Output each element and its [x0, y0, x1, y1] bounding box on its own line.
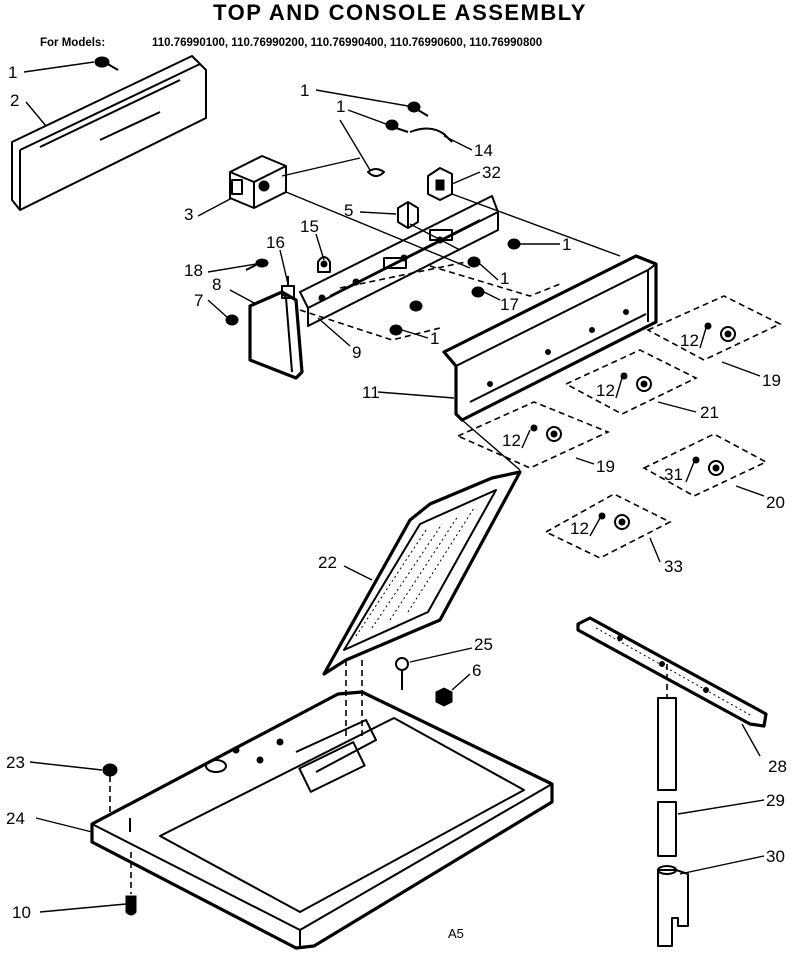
diagram-title: TOP AND CONSOLE ASSEMBLY [213, 0, 587, 25]
callout-17: 17 [500, 295, 519, 314]
part-29-hinge-spacer [657, 664, 677, 857]
callout-15: 15 [300, 217, 319, 236]
part-33-knob-set [544, 493, 672, 559]
part-1-screw-b [407, 101, 429, 117]
part-1-screw-c [385, 119, 409, 133]
part-24-top [90, 690, 554, 950]
part-1-screw-a [94, 56, 119, 71]
part-30-hinge [657, 865, 689, 947]
callout-24: 24 [6, 809, 25, 828]
callout-1: 1 [300, 81, 309, 100]
callout-8: 8 [212, 275, 221, 294]
callout-1: 1 [562, 235, 571, 254]
callout-3: 3 [184, 205, 193, 224]
part-11-console-panel [442, 254, 658, 422]
callout-20: 20 [766, 493, 785, 512]
part-19-knob-set-a [646, 295, 782, 361]
part-8-knob [248, 290, 304, 380]
callout-33: 33 [664, 557, 683, 576]
callout-16: 16 [266, 233, 285, 252]
part-9-bracket [299, 195, 499, 327]
callout-19: 19 [596, 457, 615, 476]
part-17-screw [471, 286, 485, 298]
sub-label-12: 12 [680, 331, 699, 350]
drawing-code: A5 [448, 926, 464, 941]
callout-7: 7 [194, 291, 203, 310]
callout-9: 9 [352, 343, 361, 362]
part-22-lint-screen [322, 470, 522, 740]
part-28-hinge-bar [576, 616, 768, 728]
callout-11: 11 [362, 383, 380, 402]
callout-25: 25 [474, 635, 493, 654]
part-1-clip [367, 168, 385, 177]
part-5-switch [397, 201, 419, 229]
callout-21: 21 [700, 403, 719, 422]
part-1-screw-f [409, 300, 423, 312]
connector-lines [281, 157, 621, 471]
part-32-switch [427, 167, 453, 201]
callout-1: 1 [8, 63, 17, 82]
callout-18: 18 [184, 261, 203, 280]
callout-10: 10 [12, 903, 31, 922]
callout-1: 1 [500, 269, 509, 288]
callout-5: 5 [344, 201, 353, 220]
part-1-screw-g [389, 324, 403, 336]
models-list: 110.76990100, 110.76990200, 110.76990400… [152, 37, 542, 49]
callout-labels: 1 2 1 1 14 32 3 5 1 15 16 18 1 8 17 7 1 … [6, 63, 787, 922]
callout-6: 6 [472, 661, 481, 680]
sub-label-31: 31 [664, 465, 683, 484]
part-20-knob-set [642, 433, 768, 497]
part-6-nut [435, 687, 453, 707]
callout-19: 19 [762, 371, 781, 390]
callout-28: 28 [768, 757, 787, 776]
callout-32: 32 [482, 163, 501, 182]
leader-lines [23, 61, 765, 913]
part-19-knob-set-b [456, 401, 611, 469]
models-label: For Models: [40, 37, 105, 49]
callout-1: 1 [336, 97, 345, 116]
callout-30: 30 [766, 847, 785, 866]
callout-14: 14 [474, 141, 493, 160]
callout-1: 1 [430, 329, 439, 348]
callout-2: 2 [10, 91, 19, 110]
sub-label-12: 12 [502, 431, 521, 450]
part-3-timer [229, 155, 287, 209]
sub-label-12: 12 [570, 519, 589, 538]
part-23-plug [102, 763, 118, 814]
part-21-knob-set [564, 349, 698, 415]
part-18-screw [245, 258, 269, 271]
part-10-plug [125, 852, 137, 916]
part-1-screw-e [467, 256, 481, 268]
callout-22: 22 [318, 553, 337, 572]
part-2-rear-panel [11, 55, 207, 211]
part-15-lamp [317, 256, 331, 273]
sub-label-12: 12 [596, 381, 615, 400]
sub-labels: 12 12 12 31 12 [502, 327, 707, 538]
callout-29: 29 [766, 791, 785, 810]
part-1-screw-d [507, 238, 521, 250]
part-7-screw [225, 314, 239, 326]
part-14-wire [409, 127, 453, 143]
part-25-screw [395, 657, 409, 690]
callout-23: 23 [6, 753, 25, 772]
